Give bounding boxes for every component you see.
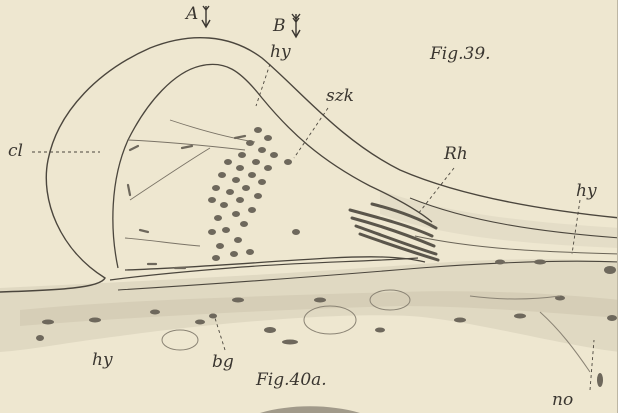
arrow-a [202,6,210,27]
fig40a-edge [260,406,360,413]
label-b: B [273,18,286,35]
arrow-b [292,14,300,37]
dashed-cells [128,136,245,268]
page-edge [618,0,640,413]
label-hy-bottom: hy [92,352,113,369]
label-bg: bg [212,354,234,371]
label-szk: szk [326,88,354,105]
label-a: A [186,6,198,23]
label-hy-right: hy [576,183,597,200]
label-hy-top: hy [270,44,291,61]
outer-outline [0,38,620,292]
figure-39-caption: Fig.39. [430,46,491,63]
label-no: no [552,392,573,409]
label-rh: Rh [444,146,468,163]
label-cl: cl [8,143,23,160]
figure-40a-caption: Fig.40a. [256,372,327,389]
